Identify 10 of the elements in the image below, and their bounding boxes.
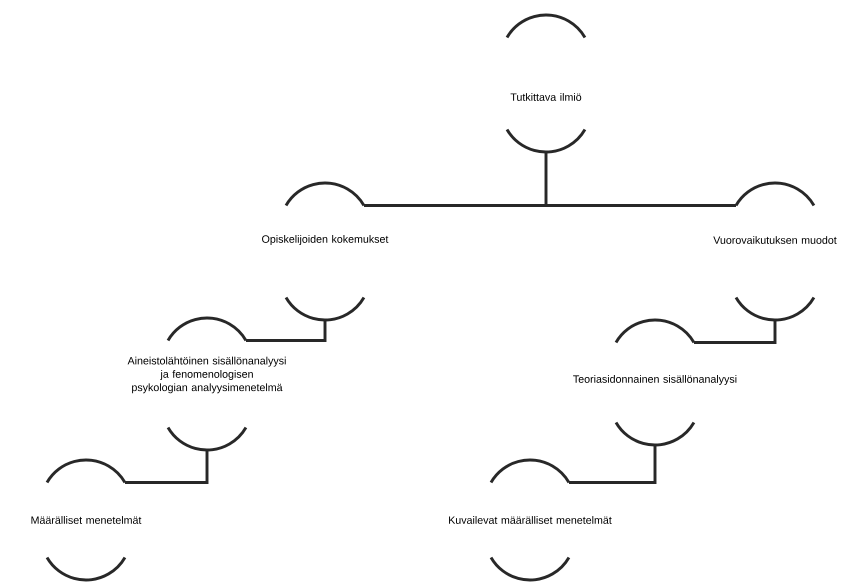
connector [569, 445, 656, 484]
connector [125, 450, 208, 484]
circle-node: Vuorovaikutuksen muodot [713, 182, 837, 322]
connector [246, 320, 326, 342]
connector [694, 320, 776, 344]
circle-node: Määrälliset menetelmät [31, 458, 142, 582]
circle-node: Kuvailevat määrälliset menetelmät [449, 458, 612, 582]
connector [364, 150, 736, 207]
circle-node: Tutkittava ilmiö [506, 14, 586, 154]
circle-node: Teoriasidonnainen sisällönanalyysi [573, 318, 736, 446]
